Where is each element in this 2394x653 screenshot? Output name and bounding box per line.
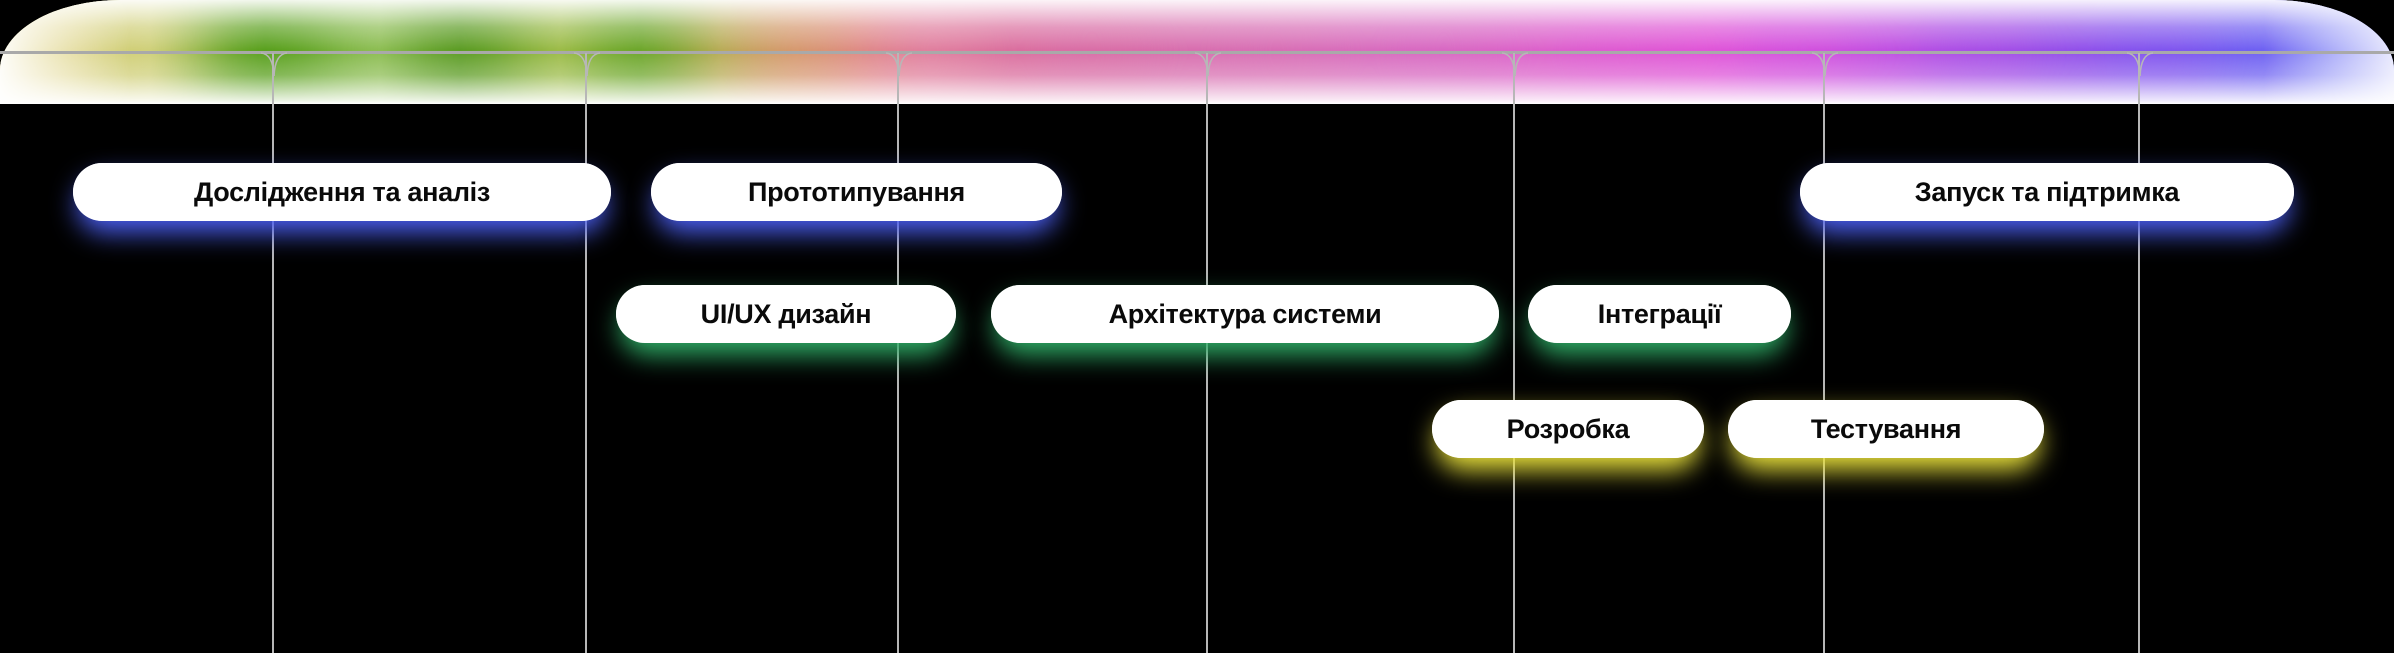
timeline-tick-6 [1823, 53, 1825, 653]
stage-pill-research[interactable]: Дослідження та аналіз [73, 163, 611, 221]
timeline-tick-fork-1 [259, 52, 289, 78]
stage-pill-label-uiux-design: UI/UX дизайн [700, 298, 872, 329]
stage-pill-prototyping[interactable]: Прототипування [651, 163, 1062, 221]
timeline-tick-fork-2 [572, 52, 602, 78]
stage-pill-development[interactable]: Розробка [1432, 400, 1704, 458]
stage-pill-launch-support[interactable]: Запуск та підтримка [1800, 163, 2294, 221]
timeline-tick-1 [272, 53, 274, 653]
timeline-tick-fork-3 [884, 52, 914, 78]
timeline-tick-fork-6 [1810, 52, 1840, 78]
stage-pill-system-architecture[interactable]: Архітектура системи [991, 285, 1499, 343]
stage-pill-label-prototyping: Прототипування [748, 176, 965, 207]
stage-pill-testing[interactable]: Тестування [1728, 400, 2044, 458]
stage-pill-uiux-design[interactable]: UI/UX дизайн [616, 285, 956, 343]
stage-pill-label-system-architecture: Архітектура системи [1108, 298, 1382, 329]
stage-pill-label-testing: Тестування [1810, 413, 1962, 444]
stage-pill-label-integrations: Інтеграції [1597, 298, 1722, 329]
timeline-tick-2 [585, 53, 587, 653]
timeline-tick-7 [2138, 53, 2140, 653]
stage-pill-label-development: Розробка [1506, 413, 1630, 444]
timeline-tick-fork-4 [1193, 52, 1223, 78]
timeline-axis-line [0, 51, 2394, 54]
timeline-tick-fork-7 [2125, 52, 2155, 78]
stage-pill-label-research: Дослідження та аналіз [193, 176, 491, 207]
stage-pill-label-launch-support: Запуск та підтримка [1914, 176, 2180, 207]
timeline-tick-fork-5 [1500, 52, 1530, 78]
timeline-tick-5 [1513, 53, 1515, 653]
stage-pill-integrations[interactable]: Інтеграції [1528, 285, 1791, 343]
